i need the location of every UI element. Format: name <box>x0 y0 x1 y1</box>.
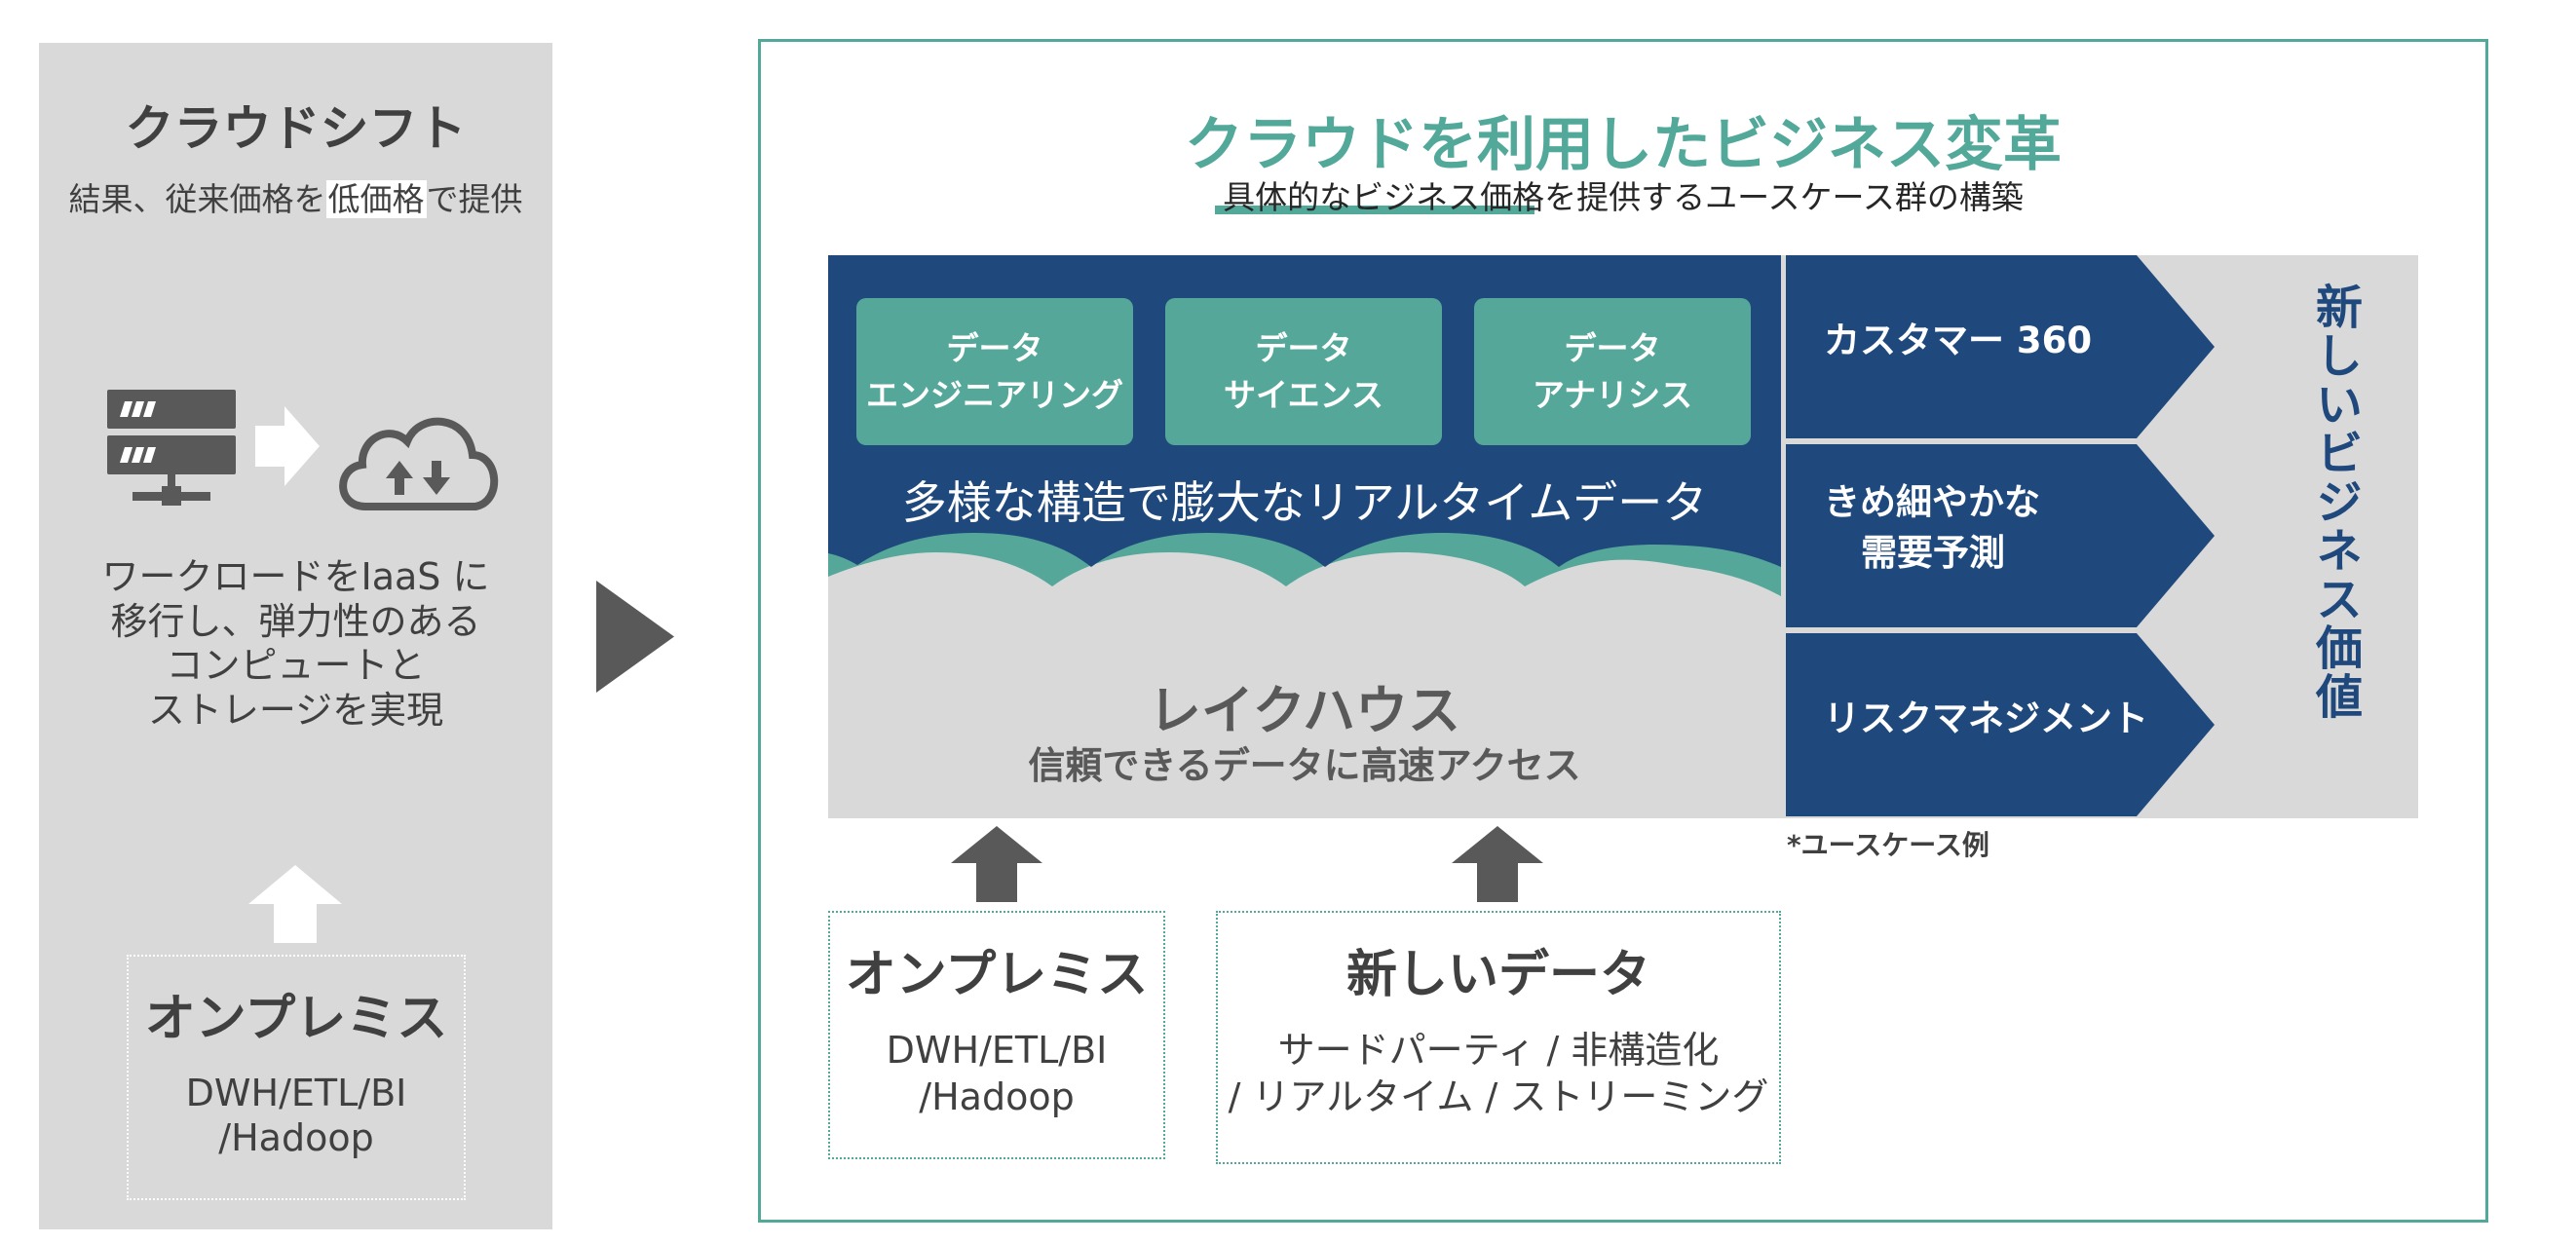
box-line: データ <box>946 328 1043 367</box>
subtitle-underline <box>1215 206 1534 214</box>
subtitle-highlight: 低価格 <box>325 180 427 218</box>
box-line: データ <box>1255 328 1352 367</box>
use-case-line: 需要予測 <box>1861 531 2005 574</box>
use-case-chevron <box>1786 444 2215 627</box>
up-arrow-icon <box>1452 826 1543 902</box>
onprem-line: DWH/ETL/BI <box>185 1072 407 1114</box>
business-transformation-title: クラウドを利用したビジネス変革 <box>1185 111 2062 179</box>
description-line: ストレージを実現 <box>147 688 444 732</box>
box-line: エンジニアリング <box>866 375 1123 414</box>
server-icon <box>107 390 236 506</box>
onprem-source-subtitle: DWH/ETL/BI /Hadoop <box>828 1028 1165 1120</box>
diverse-data-label: 多様な構造で膨大なリアルタイムデータ <box>901 476 1708 529</box>
data-analysis-box: データアナリシス <box>1474 298 1751 445</box>
use-case-note: *ユースケース例 <box>1787 829 1989 861</box>
lakehouse-title: レイクハウス <box>1148 680 1461 741</box>
cloud-shift-subtitle: 結果、従来価格を低価格で提供 <box>39 173 552 220</box>
cloud-shift-title: クラウドシフト <box>125 100 467 157</box>
source-line: サードパーティ / 非構造化 <box>1277 1029 1720 1072</box>
box-line: データ <box>1564 328 1661 367</box>
subtitle-pre: 結果、従来価格を <box>68 180 326 218</box>
use-case-risk-management: リスクマネジメント <box>1824 694 2148 744</box>
cloud-shift-description: ワークロードをIaaS に 移行し、弾力性のある コンピュートと ストレージを実… <box>39 555 552 733</box>
onprem-line: /Hadoop <box>218 1115 374 1159</box>
cloud-shift-panel <box>39 43 552 1229</box>
use-case-chevron <box>1786 633 2215 816</box>
up-arrow-icon <box>951 826 1042 902</box>
data-science-box: データサイエンス <box>1165 298 1442 445</box>
new-data-source-title: 新しいデータ <box>1345 946 1650 1004</box>
description-line: コンピュートと <box>166 644 426 688</box>
new-data-source-subtitle: サードパーティ / 非構造化 / リアルタイム / ストリーミング <box>1216 1028 1781 1120</box>
box-line: サイエンス <box>1223 375 1383 414</box>
lakehouse-subtitle: 信頼できるデータに高速アクセス <box>1028 744 1581 787</box>
source-line: DWH/ETL/BI <box>886 1029 1108 1072</box>
use-case-line: カスタマー 360 <box>1824 320 2093 361</box>
subtitle-post: で提供 <box>426 180 523 218</box>
description-line: 移行し、弾力性のある <box>110 599 481 643</box>
migration-icons <box>107 390 499 510</box>
business-transformation-frame <box>758 39 2488 1223</box>
new-business-value-label: 新しいビジネス価値 <box>2307 283 2362 721</box>
onprem-source-box <box>828 911 1165 1159</box>
description-line: ワークロードをIaaS に <box>101 555 490 598</box>
use-case-line: リスクマネジメント <box>1824 697 2148 739</box>
use-case-demand-forecast: きめ細やかな 需要予測 <box>1824 477 2040 579</box>
source-line: / リアルタイム / ストリーミング <box>1228 1074 1769 1118</box>
right-arrow-icon <box>255 406 320 486</box>
left-onprem-title: オンプレミス <box>144 990 448 1048</box>
transition-arrow-icon <box>596 581 674 693</box>
cloud-upload-download-icon <box>339 417 499 510</box>
business-transformation-subtitle: 具体的なビジネス価格を提供するユースケース群の構築 <box>1223 178 2024 216</box>
data-engineering-box: データエンジニアリング <box>856 298 1133 445</box>
up-arrow-icon <box>248 865 342 943</box>
left-onprem-box <box>127 955 466 1200</box>
new-data-source-box <box>1216 911 1781 1164</box>
use-case-line: きめ細やかな <box>1824 481 2040 523</box>
use-case-chevron <box>1786 255 2215 438</box>
left-onprem-subtitle: DWH/ETL/BI /Hadoop <box>127 1072 466 1160</box>
onprem-source-title: オンプレミス <box>845 946 1149 1004</box>
source-line: /Hadoop <box>919 1074 1075 1118</box>
use-case-customer-360: カスタマー 360 <box>1824 316 2092 366</box>
box-line: アナリシス <box>1532 375 1693 414</box>
